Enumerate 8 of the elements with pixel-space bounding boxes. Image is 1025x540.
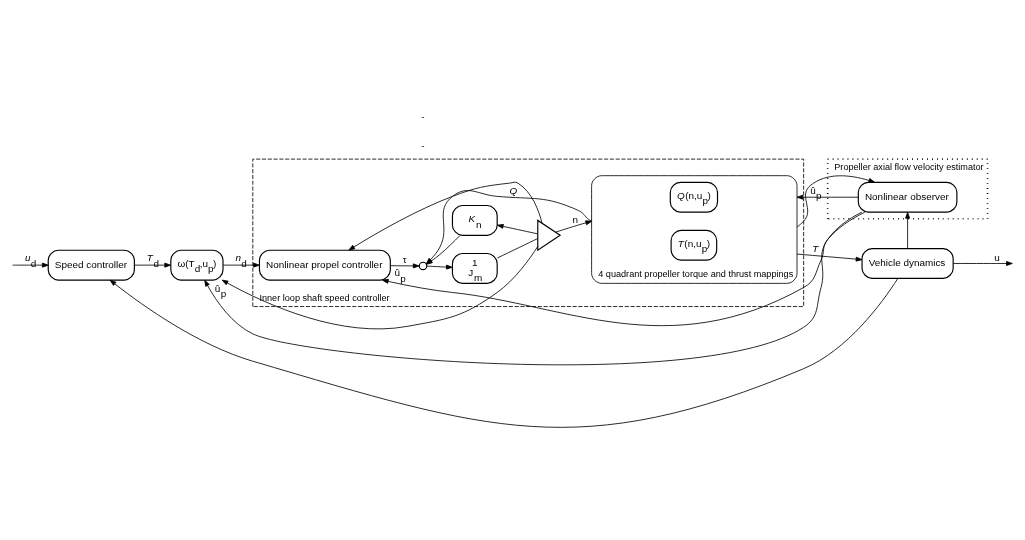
node-label: 4 quadrant propeller torque and thrust mappings xyxy=(598,269,794,280)
label: - xyxy=(421,140,425,152)
edge-label: Q xyxy=(509,185,518,197)
label: - xyxy=(421,111,425,123)
edge-label: n xyxy=(572,213,579,225)
edge-label: T xyxy=(812,243,819,255)
edge-label: u xyxy=(994,251,1000,263)
edge-label: τ xyxy=(402,254,407,266)
